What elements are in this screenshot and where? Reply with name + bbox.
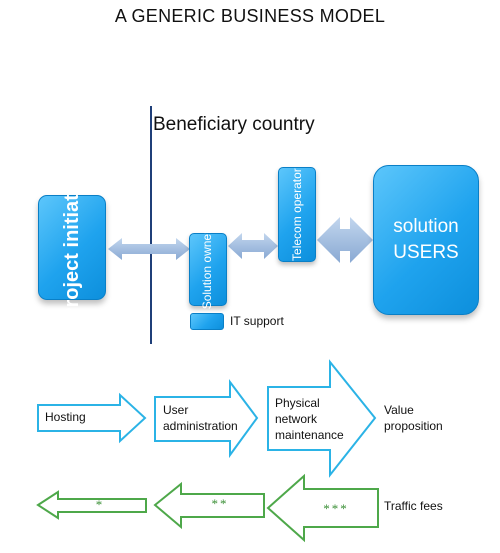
hosting-arrow (37, 392, 147, 444)
solution-users-box: solution USERS (373, 165, 479, 315)
project-initiator-label: Project initiator (60, 174, 83, 321)
solution-owner-label: Solution owner (200, 229, 215, 310)
two-star-fee-arrow (153, 481, 265, 530)
beneficiary-country-label: Beneficiary country (153, 114, 315, 135)
user-administration-line2: administration (163, 419, 238, 434)
user-administration-arrow (154, 379, 259, 459)
value-line2: proposition (384, 419, 443, 434)
physical-maintenance-arrow (267, 359, 377, 478)
user-administration-line1: User (163, 403, 189, 417)
three-star-label: *** (323, 501, 349, 516)
owner-telecom-connector (228, 233, 278, 259)
solution-users-line2: USERS (393, 242, 459, 263)
one-star-label: * (95, 497, 105, 512)
solution-owner-box: Solution owner (189, 229, 227, 310)
value-line1: Value (384, 403, 414, 417)
one-star-fee-arrow (36, 490, 147, 520)
three-star-fee-arrow (266, 473, 379, 543)
country-divider-line (150, 106, 152, 344)
solution-users-line1: solution (393, 216, 459, 238)
diagram-title: A GENERIC BUSINESS MODEL (114, 6, 386, 26)
project-initiator-text: Project initiator (60, 174, 83, 321)
physical-line1: Physical (275, 396, 320, 410)
physical-line3: maintenance (275, 428, 344, 443)
hosting-label: Hosting (45, 410, 86, 424)
value-proposition-label: Value proposition (384, 402, 443, 434)
traffic-fees-label: Traffic fees (384, 499, 443, 513)
two-star-label: ** (211, 496, 229, 511)
user-administration-label: User administration (163, 402, 238, 434)
physical-maintenance-label: Physical network maintenance (275, 395, 344, 444)
project-initiator-box: Project initiator (38, 174, 106, 321)
it-support-label: IT support (230, 314, 284, 328)
telecom-operator-label: Telecom operator (289, 168, 304, 261)
telecom-operator-box: Telecom operator (278, 167, 316, 262)
physical-line2: network (275, 412, 318, 427)
it-support-box (190, 313, 224, 330)
telecom-users-connector (317, 217, 373, 263)
initiator-owner-connector (108, 238, 190, 260)
